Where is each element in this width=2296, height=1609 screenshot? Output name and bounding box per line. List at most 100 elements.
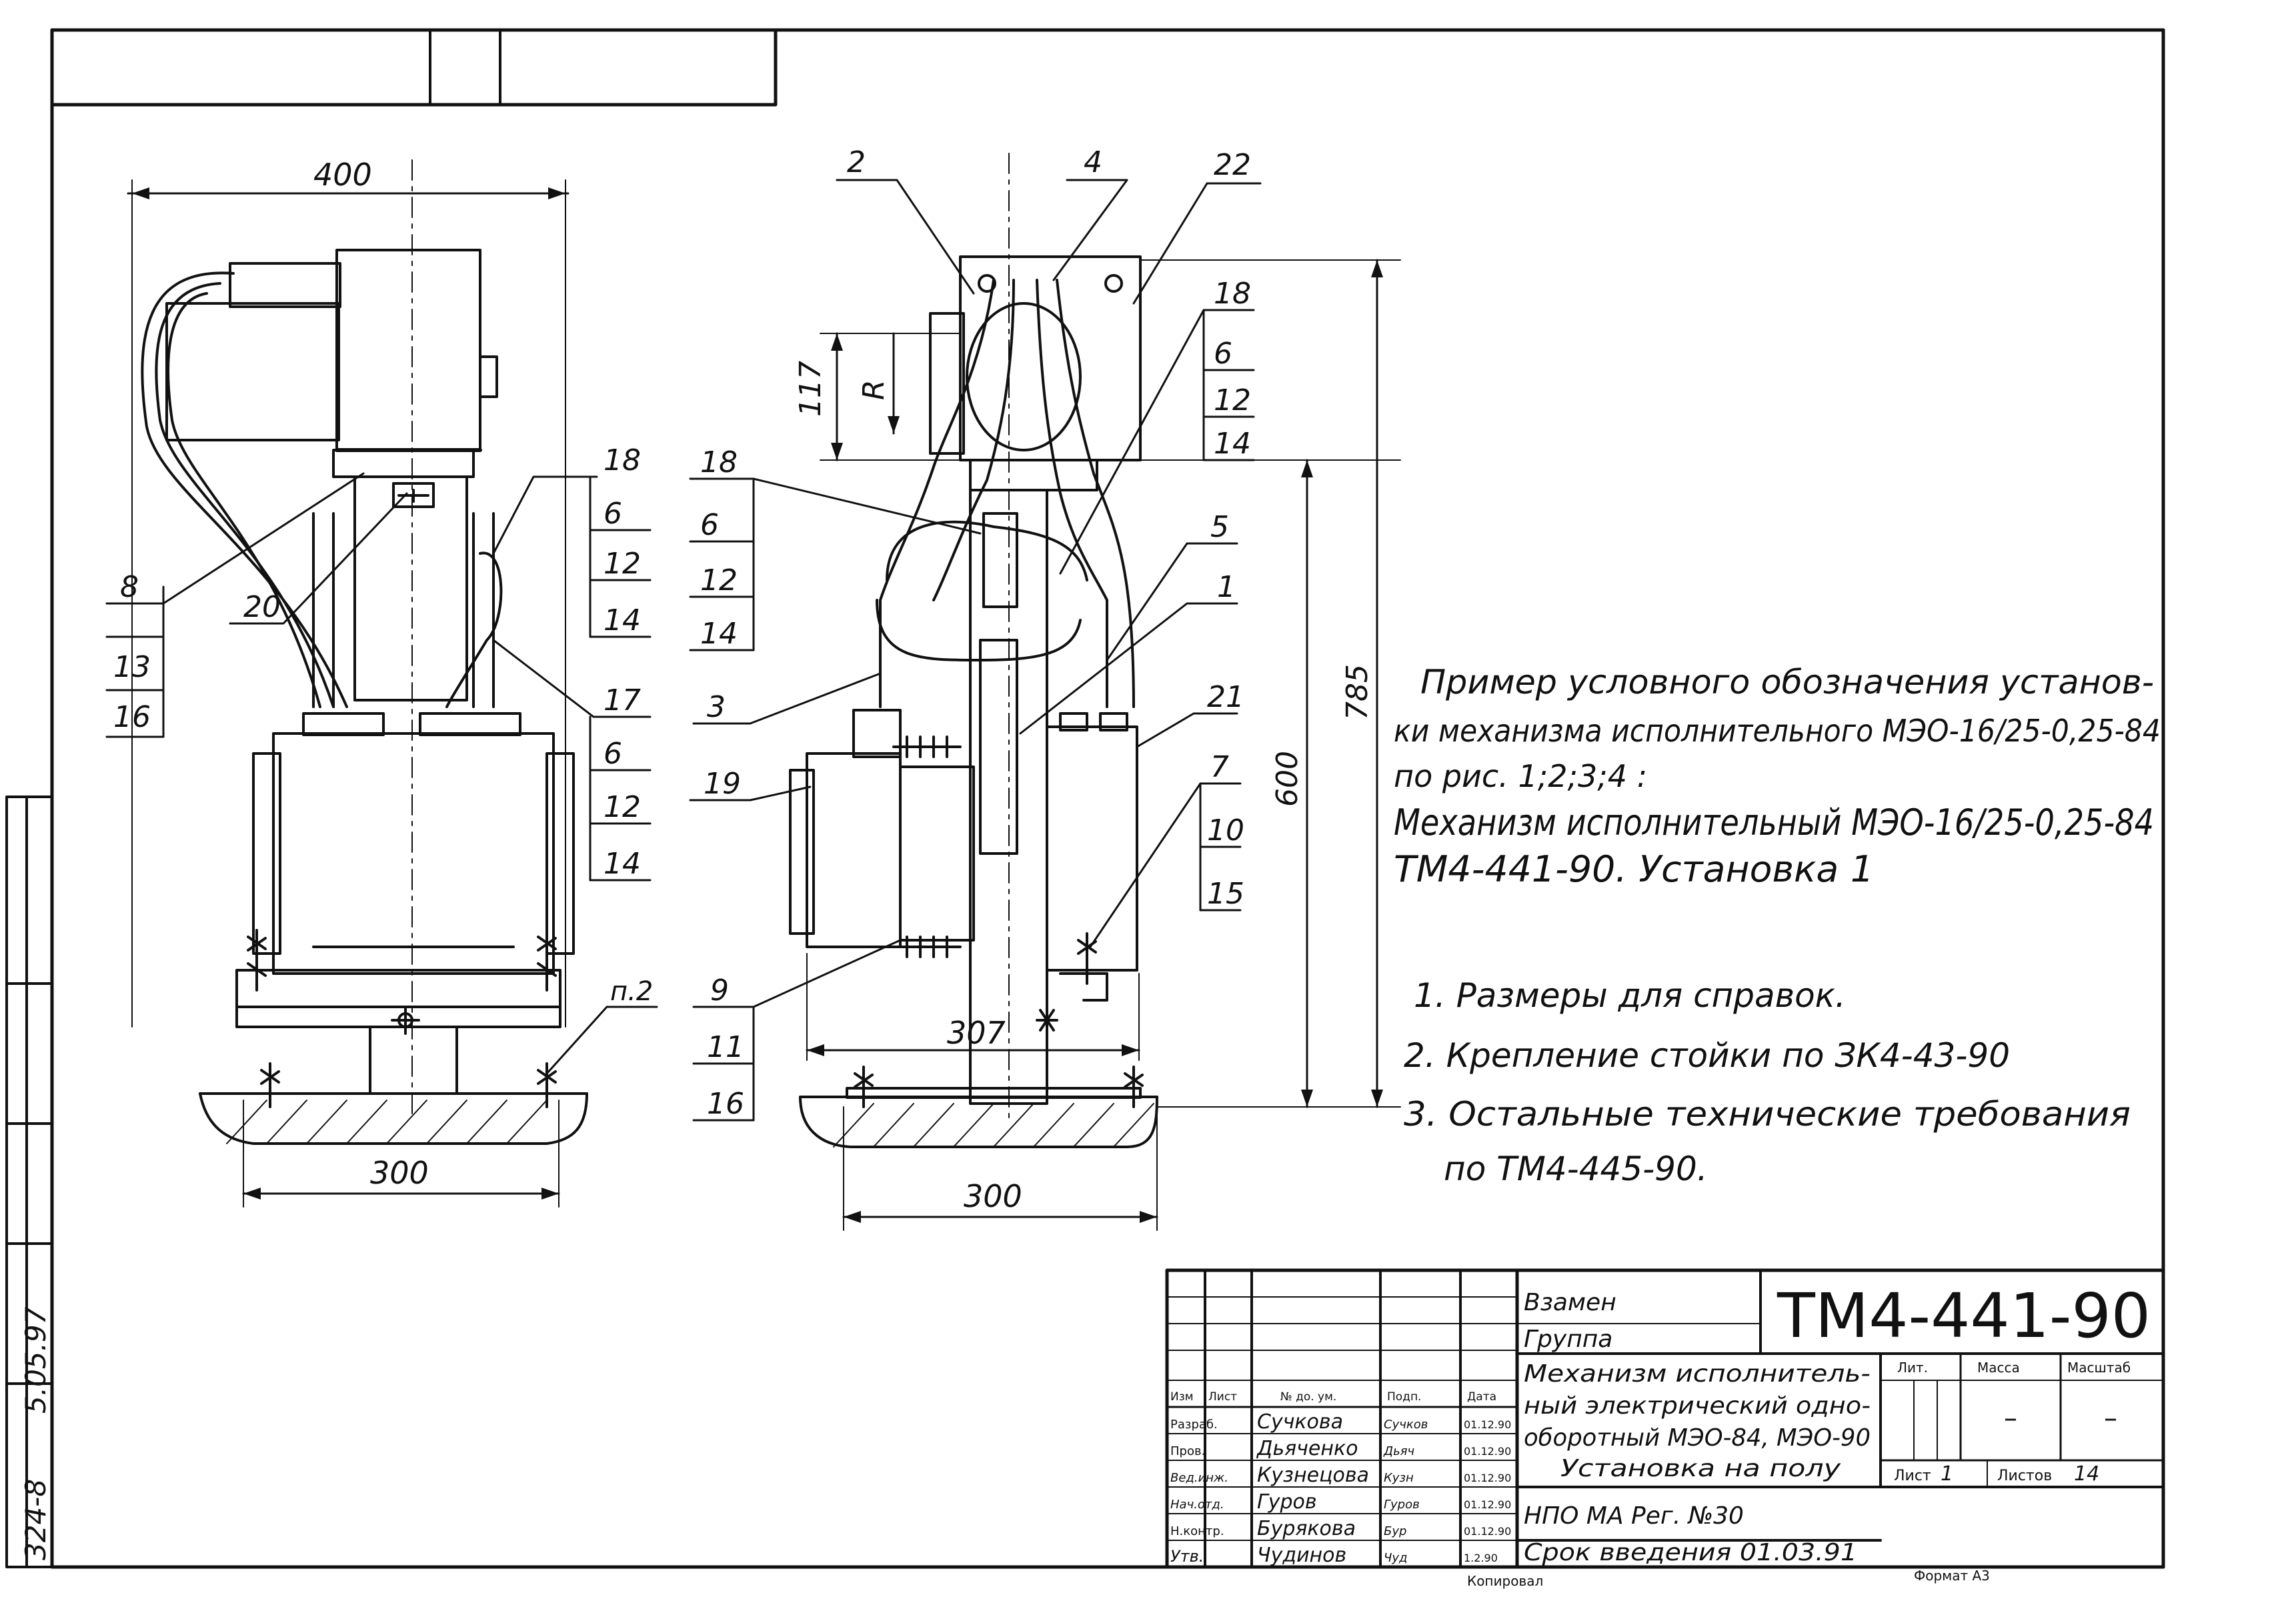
tb-date-5: 01.12.90 (1464, 1525, 1511, 1538)
callout-7: 7 (1210, 750, 1229, 784)
tb-name-3: Кузнецова (1257, 1464, 1369, 1487)
tb-masshtab-value: – (2104, 1403, 2117, 1434)
title-block-grid (1165, 1268, 2165, 1569)
tb-sign-6: Чуд (1384, 1551, 1407, 1565)
tb-role-3: Вед.инж. (1170, 1471, 1228, 1485)
tb-date-6: 1.2.90 (1464, 1552, 1498, 1564)
callout-16: 16 (113, 700, 151, 734)
right-dim-307: 307 (947, 1015, 1006, 1051)
callout-14-right: 14 (1214, 427, 1251, 461)
callout-14-mid: 14 (700, 617, 738, 651)
tb-format: Формат А3 (1914, 1568, 1990, 1584)
tb-org: НПО МА Рег. №30 (1524, 1502, 1744, 1530)
callout-12-left-b: 12 (604, 790, 641, 824)
left-view (105, 159, 658, 1208)
tb-vzamen: Взамен (1524, 1289, 1616, 1316)
side-stamp-doc: 324-8 (19, 1479, 52, 1560)
right-dim-600: 600 (1270, 751, 1304, 807)
left-dim-400: 400 (313, 157, 372, 193)
tb-role-4: Нач.отд. (1170, 1498, 1224, 1512)
callout-6-left-b: 6 (604, 737, 622, 771)
callout-p2: п.2 (610, 976, 653, 1007)
callout-18-mid: 18 (700, 445, 738, 479)
notes: 1. Размеры для справок. 2. Крепление сто… (1404, 976, 2131, 1188)
callout-6-mid: 6 (700, 508, 719, 542)
callout-4: 4 (1084, 145, 1102, 179)
tb-col-list: Лист (1208, 1390, 1237, 1404)
tb-name-1: Сучкова (1257, 1410, 1343, 1434)
tb-col-podp: Подп. (1387, 1390, 1421, 1404)
tb-title-2: ный электрический одно- (1524, 1392, 1871, 1420)
callout-18-left: 18 (604, 443, 641, 477)
tb-sheet-value: 1 (1941, 1462, 1953, 1486)
callout-16-right: 16 (707, 1087, 744, 1121)
tb-date-1: 01.12.90 (1464, 1418, 1511, 1431)
tb-sheets-value: 14 (2074, 1462, 2099, 1486)
tb-col-data: Дата (1467, 1390, 1496, 1404)
side-stamp-code: 5.05.97 (19, 1306, 52, 1414)
tb-name-4: Гуров (1257, 1490, 1317, 1514)
callout-5: 5 (1210, 510, 1229, 544)
note-3: 3. Остальные технические требования (1404, 1095, 2131, 1134)
callout-17: 17 (604, 683, 641, 717)
tb-srok: Срок введения 01.03.91 (1524, 1539, 1857, 1566)
callout-14-left-a: 14 (604, 603, 641, 637)
example-line-3: по рис. 1;2;3;4 : (1394, 758, 1647, 794)
callout-8: 8 (120, 570, 139, 604)
tb-massa-value: – (2004, 1403, 2017, 1434)
callout-21: 21 (1207, 680, 1244, 714)
note-3-cont: по ТМ4-445-90. (1444, 1150, 1708, 1188)
right-dim-r: R (857, 379, 891, 400)
tb-col-izm: Изм (1170, 1390, 1194, 1404)
callout-11: 11 (707, 1030, 744, 1064)
right-dim-300: 300 (964, 1178, 1022, 1214)
tb-sign-2: Дьяч (1383, 1444, 1414, 1458)
title-block: Взамен Группа ТМ4-441-90 Механизм исполн… (1170, 1280, 2151, 1589)
tb-date-3: 01.12.90 (1464, 1472, 1511, 1484)
example-designation: Пример условного обозначения установ- ки… (1394, 663, 2161, 890)
callout-2: 2 (847, 145, 866, 179)
tb-title-3: оборотный МЭО-84, МЭО-90 (1524, 1424, 1871, 1452)
tb-sign-3: Кузн (1384, 1471, 1414, 1485)
tb-sign-1: Сучков (1384, 1418, 1428, 1432)
right-dim-117: 117 (794, 361, 828, 417)
tb-title-1: Механизм исполнитель- (1524, 1360, 1871, 1388)
tb-role-1: Разраб. (1170, 1418, 1218, 1432)
tb-sheet-label: Лист (1894, 1468, 1931, 1484)
example-line-1: Пример условного обозначения установ- (1420, 663, 2154, 701)
tb-copied: Копировал (1467, 1573, 1543, 1589)
side-stamp: 324-8 5.05.97 (19, 1306, 52, 1560)
tb-name-6: Чудинов (1257, 1544, 1346, 1567)
tb-gruppa: Группа (1524, 1326, 1612, 1353)
tb-sheets-label: Листов (1997, 1468, 2052, 1484)
tb-role-6: Утв. (1170, 1547, 1204, 1566)
callout-18-right: 18 (1214, 277, 1251, 311)
tb-role-5: Н.контр. (1170, 1524, 1224, 1538)
tb-designation: ТМ4-441-90 (1777, 1280, 2151, 1352)
callout-12-left-a: 12 (604, 547, 641, 581)
callout-9: 9 (710, 974, 729, 1008)
left-dim-300: 300 (370, 1155, 429, 1191)
callout-20: 20 (243, 590, 281, 624)
tb-role-2: Пров. (1170, 1444, 1205, 1458)
tb-title-4: Установка на полу (1560, 1455, 1841, 1482)
right-view (689, 153, 1401, 1231)
callout-12-right: 12 (1214, 383, 1251, 417)
example-line-4: Механизм исполнительный МЭО-16/25-0,25-8… (1394, 801, 2154, 844)
right-dim-785: 785 (1340, 664, 1374, 720)
callout-22: 22 (1214, 148, 1251, 182)
tb-date-2: 01.12.90 (1464, 1445, 1511, 1458)
callout-15: 15 (1207, 877, 1244, 911)
callout-19: 19 (704, 767, 741, 801)
callout-1: 1 (1217, 570, 1236, 604)
callout-3: 3 (707, 690, 726, 724)
tb-sign-5: Бур (1384, 1524, 1406, 1538)
tb-name-5: Бурякова (1257, 1517, 1356, 1540)
tb-date-4: 01.12.90 (1464, 1498, 1511, 1511)
callout-6-left-a: 6 (604, 497, 622, 531)
tb-name-2: Дьяченко (1256, 1437, 1358, 1460)
callout-6-right: 6 (1214, 337, 1232, 371)
callout-13: 13 (113, 650, 151, 684)
tb-lit-label: Лит. (1897, 1360, 1928, 1376)
